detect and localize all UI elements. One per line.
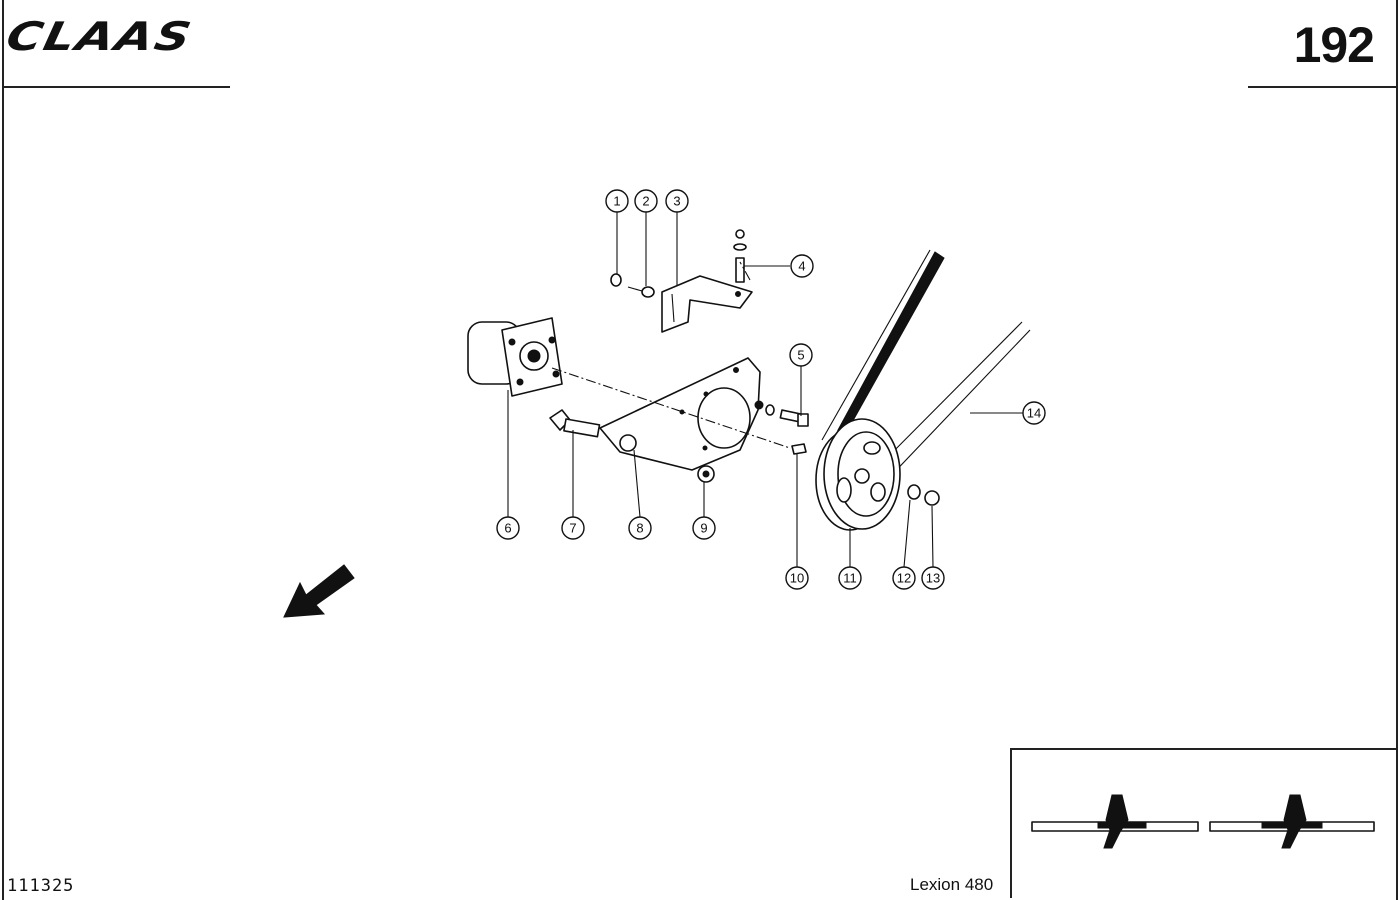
direction-arrow-icon <box>283 564 355 618</box>
leader-lines <box>507 212 1023 568</box>
callout-12: 12 <box>892 566 916 590</box>
svg-text:5: 5 <box>797 348 804 363</box>
svg-text:10: 10 <box>790 571 804 586</box>
svg-text:3: 3 <box>673 194 680 209</box>
hex-bolt <box>549 409 601 438</box>
model-name: Lexion 480 <box>910 875 994 894</box>
svg-text:1: 1 <box>613 194 620 209</box>
washer-12 <box>907 484 921 500</box>
callout-1: 1 <box>605 189 629 213</box>
header-rule-left <box>2 86 230 88</box>
bolt-with-nut <box>733 229 747 283</box>
belt-pulley <box>815 418 901 531</box>
lock-nut <box>697 465 715 483</box>
svg-text:9: 9 <box>700 521 707 536</box>
screw-and-washer <box>610 273 655 298</box>
mounting-plate <box>599 357 761 471</box>
svg-text:4: 4 <box>798 259 805 274</box>
callout-4: 4 <box>790 254 814 278</box>
callout-14: 14 <box>1022 401 1046 425</box>
callout-5: 5 <box>789 343 813 367</box>
callout-9: 9 <box>692 516 716 540</box>
header-rule-right <box>1248 86 1396 88</box>
callout-3: 3 <box>665 189 689 213</box>
frame-left-border <box>2 0 4 900</box>
callout-2: 2 <box>634 189 658 213</box>
inset-frame <box>1010 748 1396 898</box>
svg-text:2: 2 <box>642 194 649 209</box>
bolt-and-washers <box>754 400 809 427</box>
callout-10: 10 <box>785 566 809 590</box>
frame-right-border <box>1396 0 1398 900</box>
support-bracket <box>661 275 753 333</box>
svg-text:6: 6 <box>504 521 511 536</box>
svg-text:7: 7 <box>569 521 576 536</box>
nut-13 <box>924 490 940 506</box>
svg-text:11: 11 <box>843 571 857 586</box>
inset-location-thumbnail <box>1031 794 1375 849</box>
callout-6: 6 <box>496 516 520 540</box>
callout-7: 7 <box>561 516 585 540</box>
callout-11: 11 <box>838 566 862 590</box>
callout-13: 13 <box>921 566 945 590</box>
hydraulic-motor <box>467 317 563 397</box>
svg-text:13: 13 <box>926 571 940 586</box>
svg-text:8: 8 <box>636 521 643 536</box>
svg-text:12: 12 <box>897 571 911 586</box>
document-number: 111325 <box>7 876 75 896</box>
svg-text:14: 14 <box>1027 406 1041 421</box>
callout-8: 8 <box>628 516 652 540</box>
shaft-key <box>791 443 807 455</box>
page-number: 192 <box>1293 17 1375 73</box>
belt-drive <box>821 249 1031 483</box>
